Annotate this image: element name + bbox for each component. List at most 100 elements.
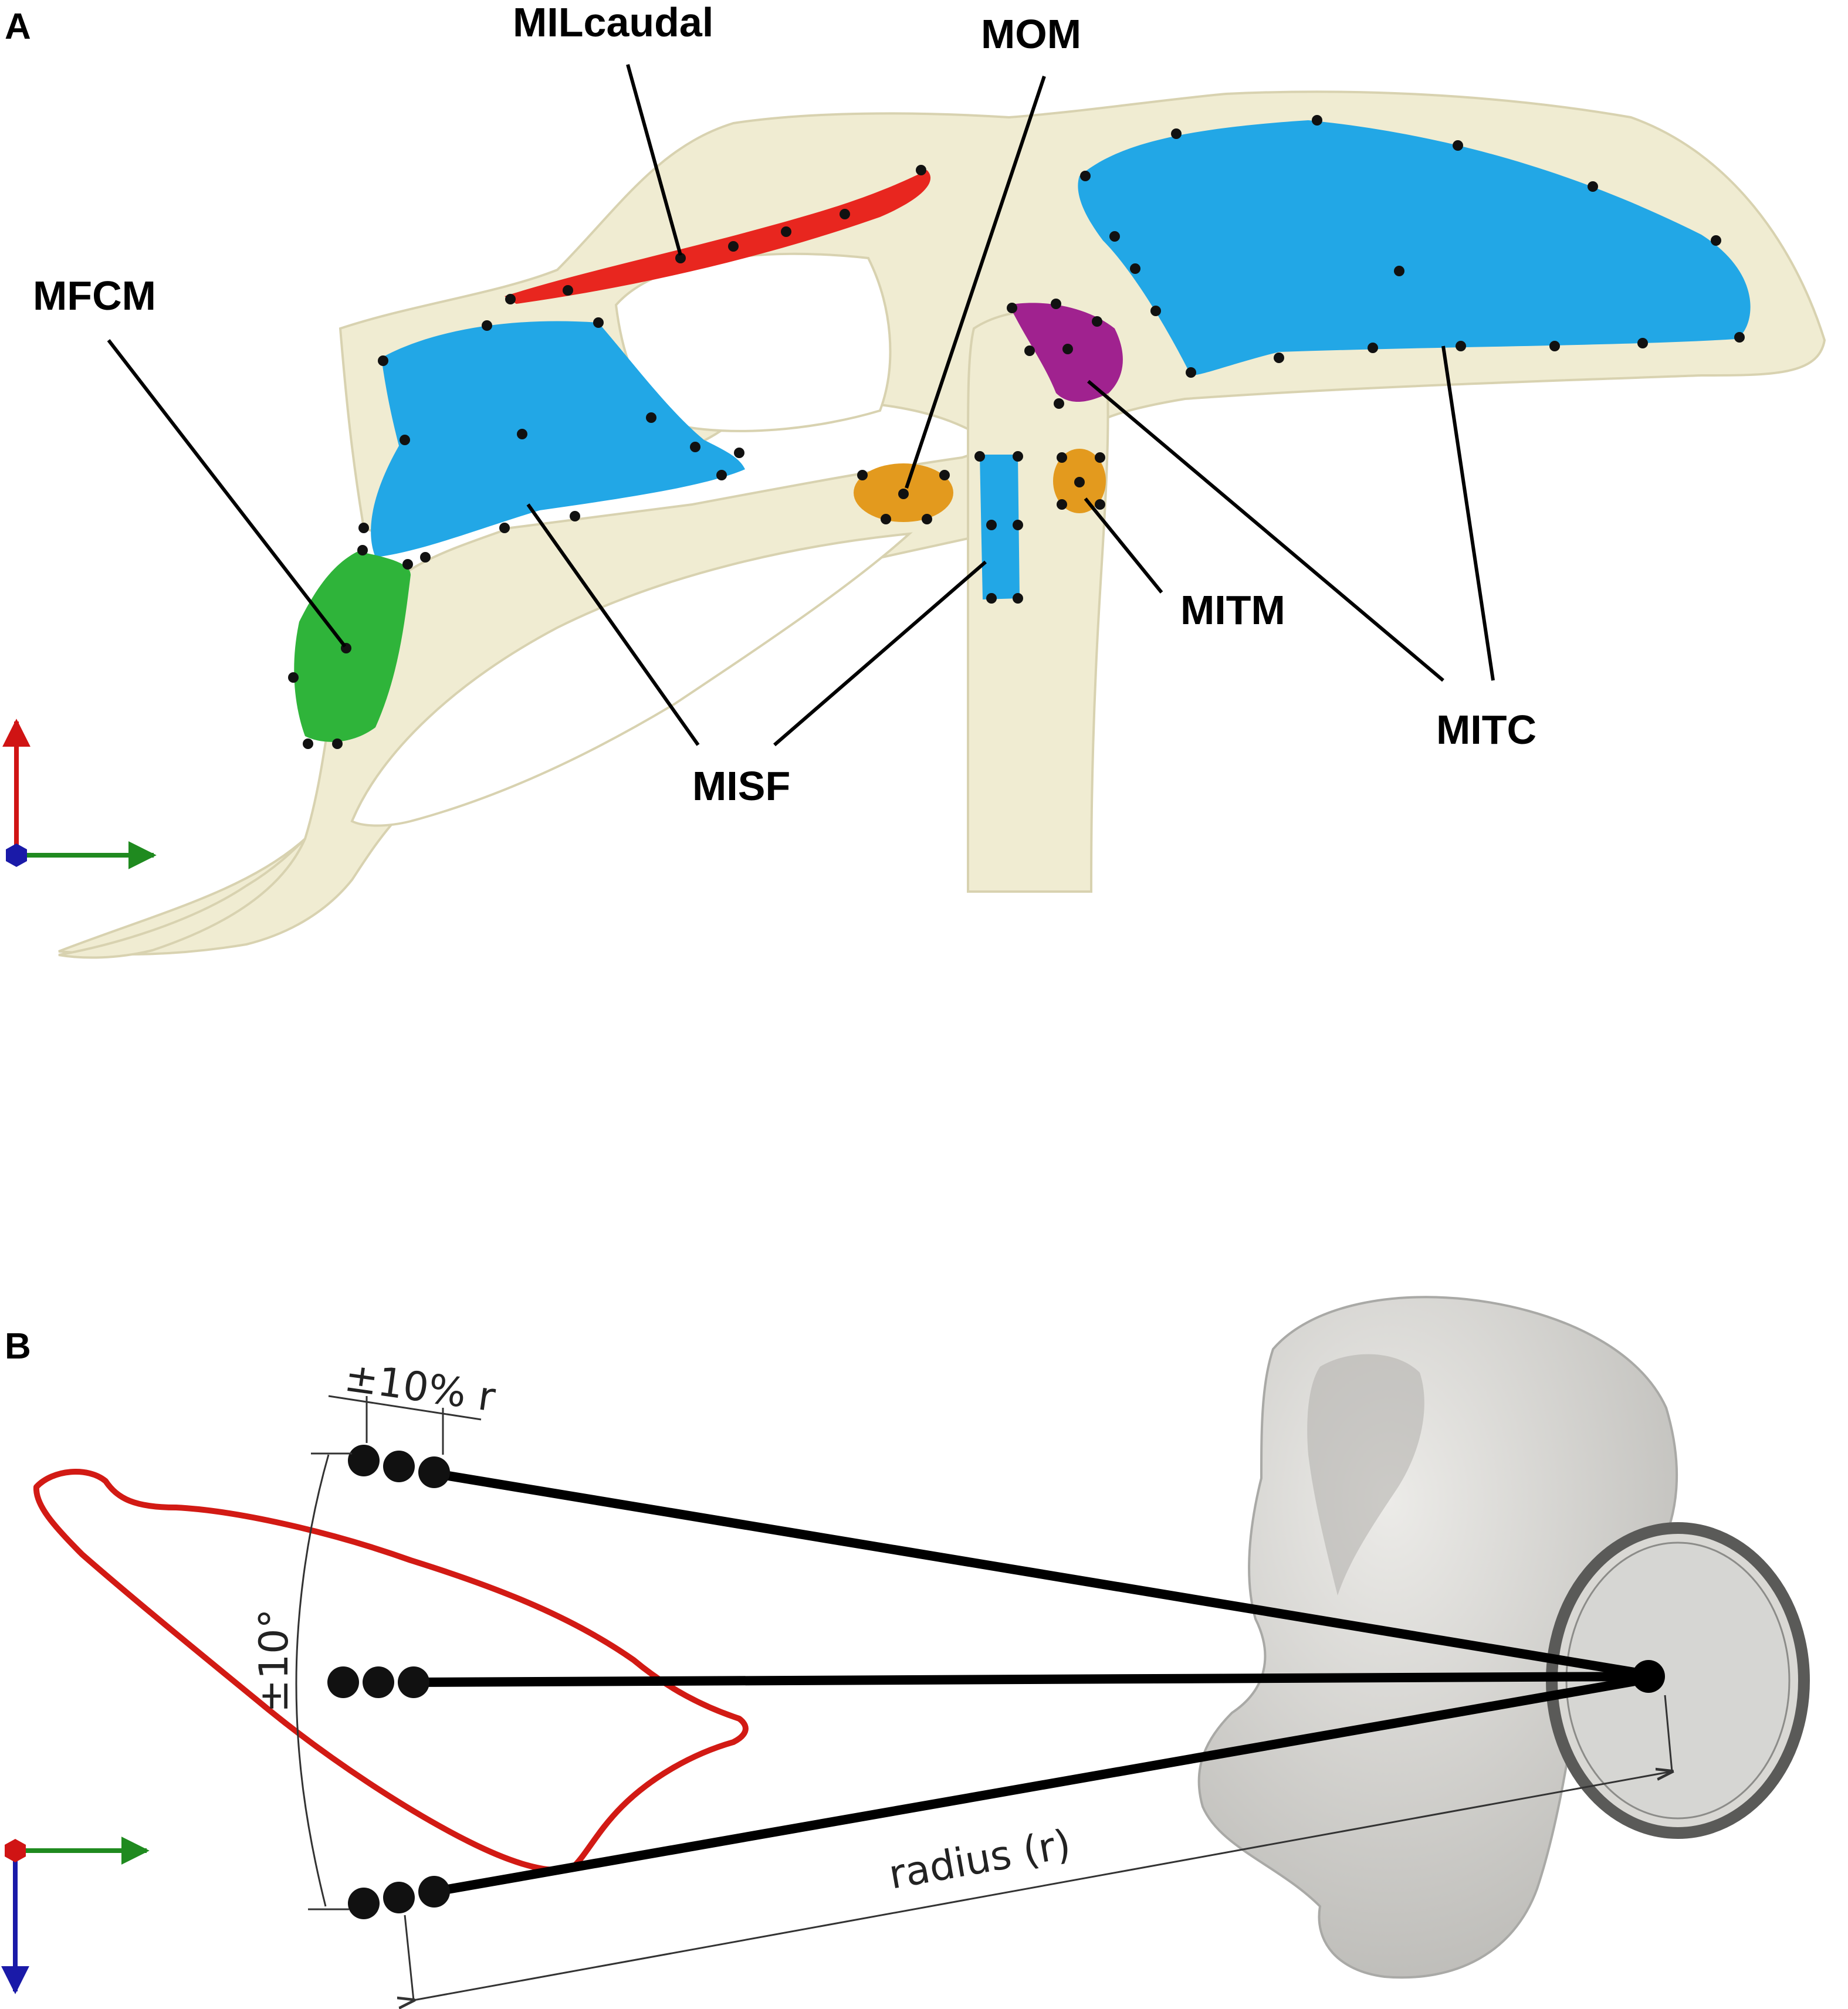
- origin-bot-3: [418, 1876, 450, 1908]
- radius-dim-extension-right: [1664, 1695, 1673, 1772]
- mom-orange-dot: [881, 514, 891, 524]
- misf-small-dot: [1013, 451, 1023, 462]
- mitc-dot: [1312, 115, 1322, 126]
- misf-small-area: [980, 455, 1020, 599]
- misf-label: MISF: [692, 763, 790, 809]
- misf-small-dot: [974, 451, 985, 462]
- mfcm-label: MFCM: [33, 273, 156, 319]
- mitc-leader-2: [1441, 345, 1495, 681]
- misf-dot: [358, 523, 369, 533]
- mitc-area: [1078, 120, 1751, 375]
- mitc-dot: [1394, 266, 1404, 276]
- radius-dim-extension-left: [404, 1915, 415, 2001]
- milcaudal-area: [505, 170, 931, 304]
- mitc-dot: [1274, 353, 1284, 363]
- misf-dot: [734, 448, 744, 458]
- mfcm-dot: [288, 672, 299, 683]
- mitc-dot: [1456, 341, 1466, 351]
- pelvis-hook: [58, 838, 306, 959]
- panel-b-letter: B: [5, 1326, 31, 1367]
- mom-dot: [1054, 398, 1064, 409]
- mitc-label: MITC: [1436, 707, 1536, 753]
- mitm-label: MITM: [1180, 587, 1285, 633]
- radius-label: radius (r): [885, 1821, 1074, 1899]
- panel-a: A: [2, 0, 1826, 959]
- mom-dot: [1051, 299, 1061, 309]
- joint-center-point: [1632, 1660, 1665, 1693]
- misf-area: [371, 321, 745, 557]
- mfcm-dot: [303, 738, 313, 749]
- misf-dot: [716, 470, 727, 480]
- misf-small-dot: [986, 520, 997, 530]
- misf-dot: [482, 320, 492, 331]
- angle-dim-arc: [295, 1454, 330, 1907]
- radius-dim-line: [414, 1771, 1672, 2000]
- mom-label: MOM: [981, 11, 1081, 57]
- milcaudal-dot: [563, 285, 573, 296]
- mom-dot: [1024, 345, 1035, 356]
- offset-label: ±10% r: [342, 1354, 498, 1421]
- line-of-action-middle: [413, 1672, 1649, 1687]
- misf-dot: [378, 355, 388, 366]
- mom-dot: [1007, 303, 1017, 313]
- mitc-dot: [1109, 231, 1120, 242]
- offset-dim-line: [328, 1395, 482, 1421]
- misf-small-dot: [1013, 593, 1023, 604]
- misf-dot: [517, 429, 527, 439]
- origin-mid-3: [398, 1666, 429, 1698]
- mitm-dot: [1095, 452, 1105, 463]
- origin-mid-2: [363, 1666, 394, 1698]
- misf-small-dot: [986, 593, 997, 604]
- misf-dot: [690, 442, 700, 452]
- milcaudal-dot: [728, 241, 739, 252]
- leader-lines: [107, 64, 1495, 747]
- landmark-dots: [288, 115, 1745, 749]
- misf-leader-1: [526, 503, 700, 746]
- mitc-leader-1: [1087, 380, 1444, 682]
- vertebra-shadow: [1307, 1354, 1424, 1595]
- mitc-dot: [1171, 128, 1182, 139]
- axis-triad-a: [2, 719, 157, 869]
- panel-a-letter: A: [5, 6, 31, 47]
- milcaudal-leader: [626, 64, 682, 256]
- mom-orange-dot: [898, 489, 909, 499]
- vertebra: [1197, 1296, 1810, 1979]
- mitc-dot: [1637, 338, 1648, 348]
- mitc-dot: [1588, 181, 1598, 192]
- panel-b: B: [1, 1296, 1810, 2001]
- misf-dot: [593, 317, 604, 328]
- line-of-action-top: [433, 1469, 1650, 1679]
- mitc-dot: [1150, 306, 1161, 316]
- muscle-outline: [33, 1469, 749, 1873]
- mom-leader: [905, 76, 1046, 489]
- origin-top-1: [348, 1445, 380, 1476]
- mitc-dot: [1734, 332, 1745, 343]
- milcaudal-dot: [505, 294, 516, 304]
- misf-dot: [400, 435, 410, 445]
- mitm-dot: [1095, 499, 1105, 510]
- milcaudal-dot: [781, 226, 791, 237]
- mitm-dot: [1074, 477, 1085, 487]
- origin-top-2: [383, 1451, 415, 1482]
- misf-dot: [570, 511, 580, 521]
- mfcm-dot: [332, 738, 343, 749]
- mfcm-leader: [107, 339, 347, 648]
- mom-orange-dot: [939, 470, 950, 480]
- mom-orange-dot: [922, 514, 932, 524]
- misf-dot: [499, 523, 510, 533]
- misf-dot: [646, 412, 656, 423]
- origin-mid-1: [327, 1666, 359, 1698]
- mitc-dot: [1186, 367, 1196, 378]
- muscle-areas: [294, 120, 1751, 742]
- axis-triad-b: [1, 1837, 150, 1994]
- mom-dot: [1062, 344, 1073, 354]
- mitc-dot: [1549, 341, 1560, 351]
- axis-b-y-marker: [5, 1839, 26, 1862]
- pelvis-lower-foramen: [350, 532, 913, 827]
- mitc-dot: [1080, 171, 1091, 181]
- misf-leader-2: [773, 560, 987, 747]
- origin-bot-2: [383, 1882, 415, 1913]
- axis-a-z-marker: [6, 843, 27, 867]
- origin-bot-1: [348, 1888, 380, 1919]
